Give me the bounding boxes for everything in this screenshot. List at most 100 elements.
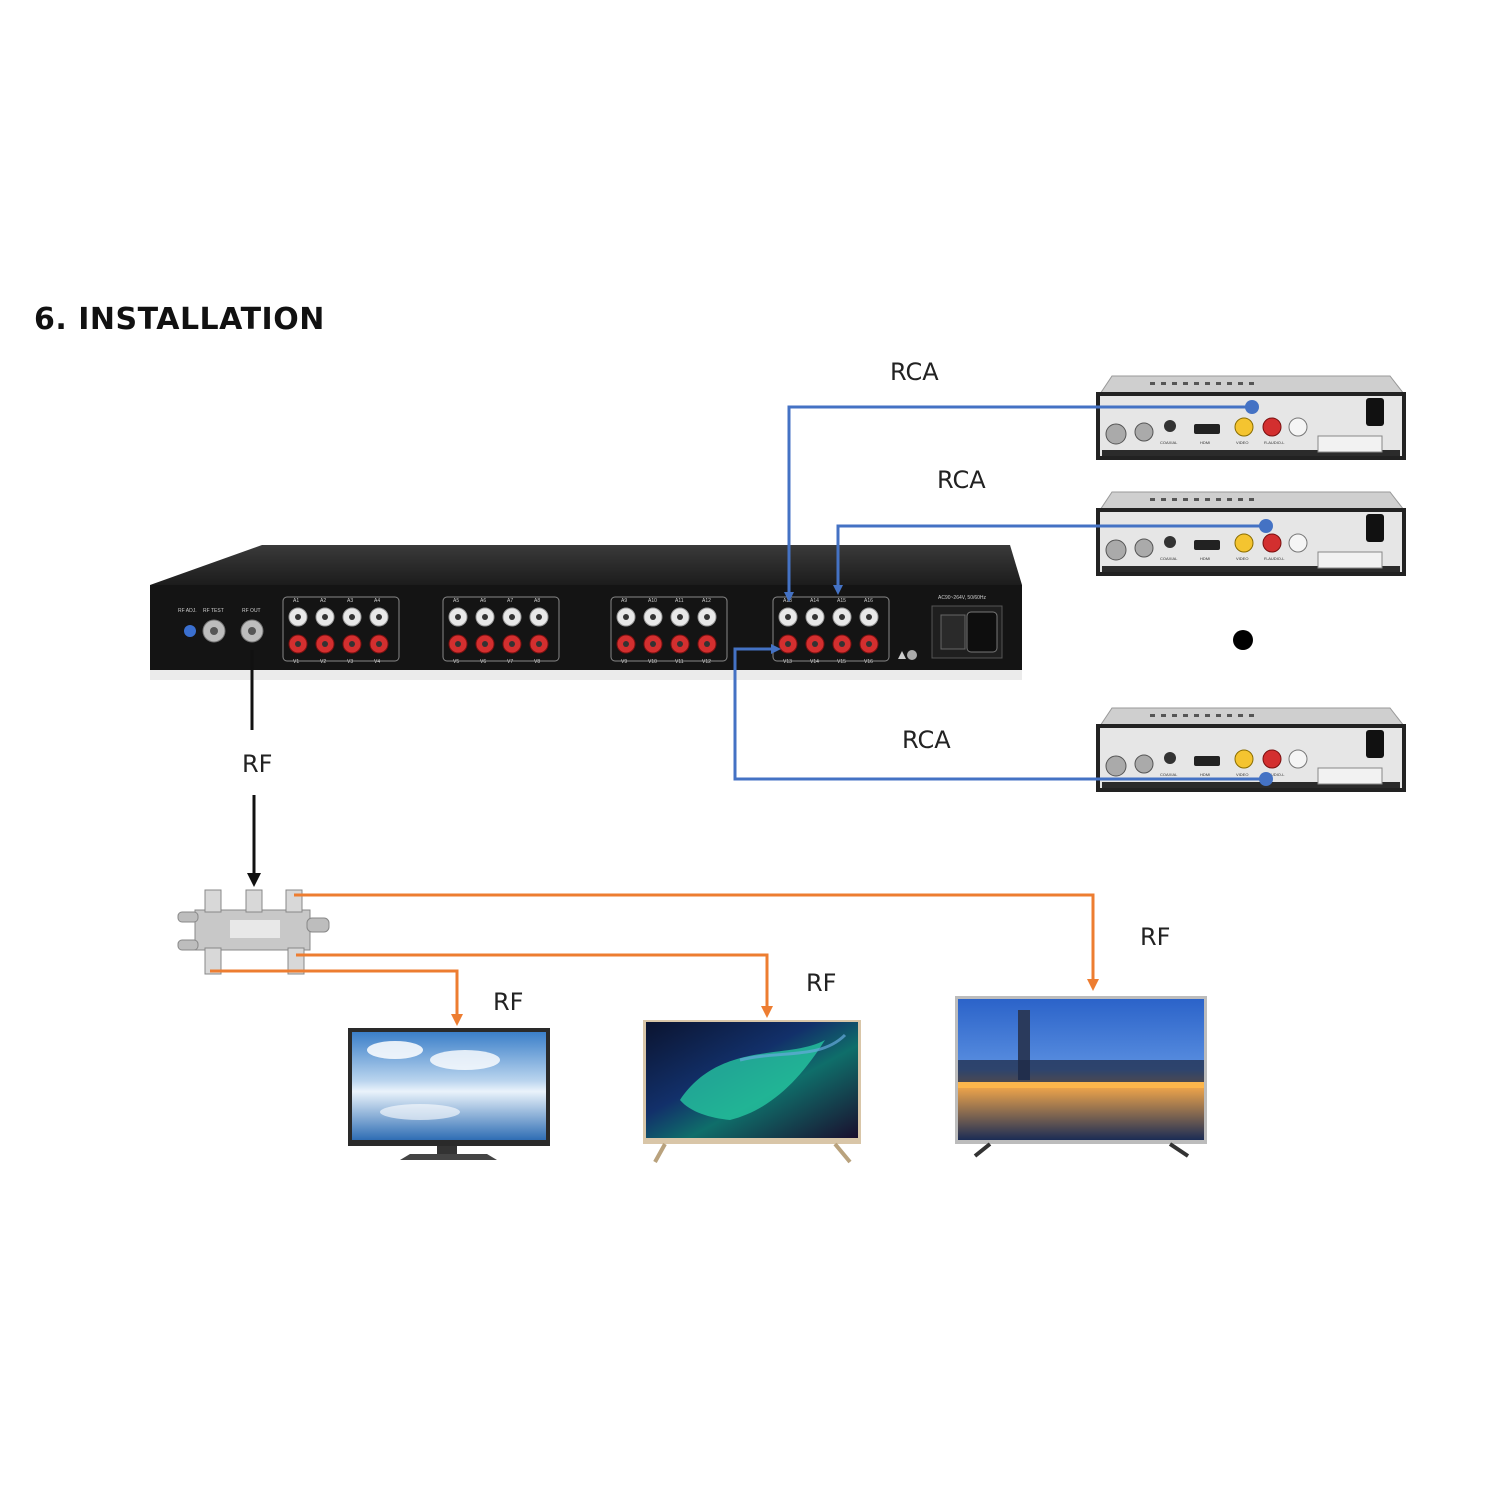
receiver-coaxial-label: COAXIAL <box>1160 772 1178 777</box>
ground-screw <box>907 650 917 660</box>
rf-cable-tv3 <box>294 893 1099 991</box>
receiver-audio-r-port[interactable] <box>1262 533 1282 553</box>
receiver-rf-in[interactable] <box>1105 423 1127 445</box>
receiver-bottom-edge <box>1102 782 1400 788</box>
receiver-vent <box>1194 498 1199 501</box>
rf-out-label: RF OUT <box>242 608 261 614</box>
video-port-core <box>536 641 542 647</box>
tv-2-legs <box>653 1142 852 1164</box>
rf-label-tv1: RF <box>493 988 524 1016</box>
splitter-out-port-1[interactable] <box>204 889 222 913</box>
receiver-video-port[interactable] <box>1234 533 1254 553</box>
receiver-vent <box>1249 382 1254 385</box>
receiver-spec-sticker <box>1317 551 1383 569</box>
rf-cables <box>210 893 1099 1026</box>
receiver-audio-l-port[interactable] <box>1288 749 1308 769</box>
receiver-hdmi-port[interactable] <box>1194 424 1220 434</box>
audio-port-label: A3 <box>347 598 353 604</box>
audio-port-core <box>812 614 818 620</box>
receiver-vent <box>1172 498 1177 501</box>
video-port-core <box>455 641 461 647</box>
video-port-label: V10 <box>648 659 657 665</box>
audio-port-core <box>536 614 542 620</box>
video-port-core <box>349 641 355 647</box>
receiver-rf-in[interactable] <box>1105 539 1127 561</box>
audio-port-label: A6 <box>480 598 486 604</box>
receiver-rf-loop[interactable] <box>1134 422 1154 442</box>
receiver-video-port[interactable] <box>1234 417 1254 437</box>
tv-1-stand <box>400 1154 497 1160</box>
video-port-label: V2 <box>320 659 326 665</box>
ground-icon <box>898 651 906 659</box>
video-port-core <box>839 641 845 647</box>
receiver-hdmi-label: HDMI <box>1200 440 1210 445</box>
receiver-audio-r-port[interactable] <box>1262 417 1282 437</box>
rf-adj-label: RF ADJ. <box>178 608 197 614</box>
tv-2 <box>643 1020 861 1164</box>
port-group-2 <box>442 596 560 662</box>
port-group-4 <box>772 596 890 662</box>
video-port-label: V14 <box>810 659 819 665</box>
rf-test-label: RF TEST <box>203 608 224 614</box>
rca-label-top: RCA <box>890 358 939 386</box>
audio-port-core <box>839 614 845 620</box>
audio-port-label: A5 <box>453 598 459 604</box>
receiver-vent <box>1249 714 1254 717</box>
splitter-out-port-2[interactable] <box>285 889 303 913</box>
receiver-rf-in[interactable] <box>1105 755 1127 777</box>
receiver-power-cord <box>1366 730 1384 758</box>
receiver-vent <box>1194 382 1199 385</box>
audio-port-core <box>704 614 710 620</box>
receiver-audio-l-port[interactable] <box>1288 417 1308 437</box>
power-switch[interactable] <box>940 614 966 650</box>
receiver-rf-loop[interactable] <box>1134 754 1154 774</box>
rf-adj-knob[interactable] <box>184 625 196 637</box>
receiver-video-label: VIDEO <box>1236 440 1248 445</box>
receiver-rf-loop[interactable] <box>1134 538 1154 558</box>
splitter-tab-left-bottom <box>177 939 199 951</box>
receiver-audio-label: R-AUDIO-L <box>1264 556 1285 561</box>
receiver-video-port[interactable] <box>1234 749 1254 769</box>
receiver-audio-l-port[interactable] <box>1288 533 1308 553</box>
rca-port-groups: A1V1A2V2A3V3A4V4A5V5A6V6A7V7A8V8A9V9A10V… <box>282 596 890 665</box>
rca-cable-3-plug <box>1259 772 1273 786</box>
audio-port-label: A4 <box>374 598 380 604</box>
port-group-3 <box>610 596 728 662</box>
receiver-vent <box>1238 498 1243 501</box>
audio-port-core <box>322 614 328 620</box>
receiver-vent <box>1172 714 1177 717</box>
receiver-vent <box>1227 714 1232 717</box>
audio-port-label: A8 <box>534 598 540 604</box>
audio-port-label: A14 <box>810 598 819 604</box>
receiver-hdmi-port[interactable] <box>1194 540 1220 550</box>
modulator-top <box>150 545 1022 585</box>
ellipsis-dot <box>1233 630 1253 650</box>
receiver-audio-r-port[interactable] <box>1262 749 1282 769</box>
rca-cable-1-plug <box>1245 400 1259 414</box>
power-label: AC90~264V, 50/60Hz <box>938 595 987 601</box>
video-port-core <box>704 641 710 647</box>
receiver-vent <box>1150 382 1155 385</box>
receiver-coaxial-port[interactable] <box>1164 536 1176 548</box>
video-port-core <box>482 641 488 647</box>
receiver-hdmi-label: HDMI <box>1200 556 1210 561</box>
receiver-coaxial-port[interactable] <box>1164 420 1176 432</box>
audio-port-label: A16 <box>864 598 873 604</box>
receiver-coaxial-port[interactable] <box>1164 752 1176 764</box>
receiver-spec-sticker <box>1317 435 1383 453</box>
video-port-label: V13 <box>783 659 792 665</box>
audio-port-label: A10 <box>648 598 657 604</box>
splitter-out-port-3[interactable] <box>204 947 222 975</box>
video-port-label: V8 <box>534 659 540 665</box>
receiver-hdmi-port[interactable] <box>1194 756 1220 766</box>
receiver-vent <box>1205 714 1210 717</box>
splitter-input-port[interactable] <box>245 889 263 913</box>
tv-2-aurora-shape <box>680 1040 825 1120</box>
power-inlet[interactable] <box>966 611 998 653</box>
receiver-power-cord <box>1366 514 1384 542</box>
video-port-label: V5 <box>453 659 459 665</box>
rca-cables <box>733 400 1273 786</box>
